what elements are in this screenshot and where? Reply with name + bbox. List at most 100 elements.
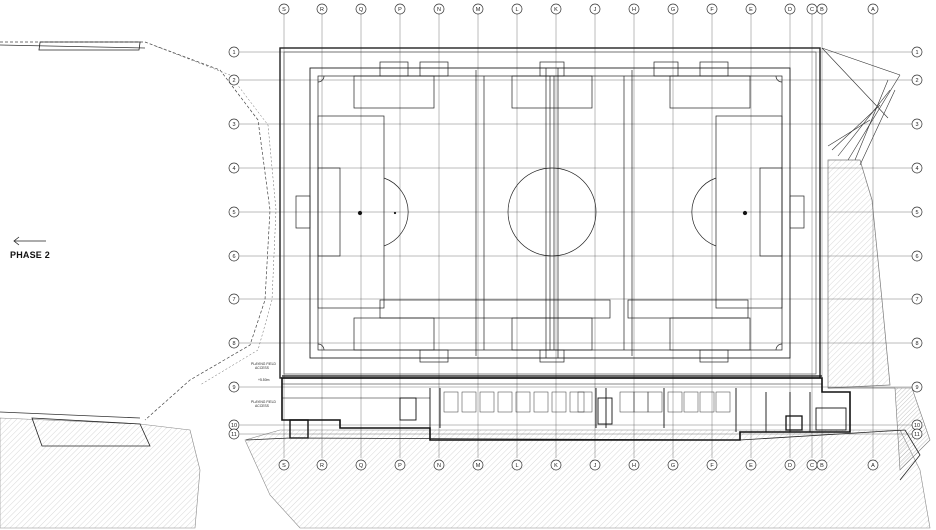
column-marker-bottom-l: L — [511, 459, 523, 471]
column-marker-bottom-m-label: M — [476, 463, 481, 469]
column-marker-bottom-b-label: B — [820, 463, 824, 469]
row-marker-7-label: 7 — [232, 297, 235, 303]
room-cell — [633, 391, 649, 413]
row-marker-11: 11 — [228, 428, 240, 440]
access-label-top-2: ACCESS — [255, 366, 270, 370]
column-marker-r: R — [316, 3, 328, 15]
row-marker-1-label: 1 — [232, 50, 235, 56]
row-marker-4: 4 — [228, 162, 240, 174]
row-marker-6: 6 — [228, 250, 240, 262]
row-marker-11-label: 11 — [231, 432, 237, 438]
column-marker-bottom-l-label: L — [515, 463, 518, 469]
football-pitch — [295, 61, 805, 363]
row-marker-right-8: 8 — [911, 337, 923, 349]
row-marker-right-5: 5 — [911, 206, 923, 218]
row-marker-9-label: 9 — [232, 385, 235, 391]
room-cell — [667, 391, 683, 413]
row-marker-right-2-label: 2 — [915, 78, 918, 84]
column-marker-s: S — [278, 3, 290, 15]
row-marker-right-11: 11 — [911, 428, 923, 440]
column-marker-e-label: E — [749, 7, 753, 13]
row-marker-right-4: 4 — [911, 162, 923, 174]
column-marker-bottom-n-label: N — [437, 463, 441, 469]
column-marker-bottom-a-label: A — [871, 463, 875, 469]
column-marker-d-label: D — [788, 7, 792, 13]
column-marker-p: P — [394, 3, 406, 15]
column-marker-k: K — [550, 3, 562, 15]
row-marker-5: 5 — [228, 206, 240, 218]
room-cell — [569, 391, 585, 413]
column-marker-s-label: S — [282, 7, 286, 13]
room-cell — [461, 391, 477, 413]
access-label-bottom-1: PLAYING FIELD — [251, 400, 277, 404]
column-marker-d: D — [784, 3, 796, 15]
room-cell — [479, 391, 495, 413]
canopy-truss — [821, 47, 901, 389]
column-marker-q: Q — [355, 3, 367, 15]
column-marker-bottom-r-label: R — [320, 463, 324, 469]
column-marker-bottom-q: Q — [355, 459, 367, 471]
row-marker-3-label: 3 — [232, 122, 235, 128]
column-marker-n-label: N — [437, 7, 441, 13]
column-marker-bottom-k-label: K — [554, 463, 558, 469]
room-cell — [715, 391, 731, 413]
row-marker-right-2: 2 — [911, 74, 923, 86]
column-marker-bottom-d-label: D — [788, 463, 792, 469]
room-cell — [577, 391, 593, 413]
column-marker-bottom-f-label: F — [710, 463, 714, 469]
column-marker-b: B — [816, 3, 828, 15]
room-cell — [683, 391, 699, 413]
column-marker-e: E — [745, 3, 757, 15]
row-marker-6-label: 6 — [232, 254, 235, 260]
row-marker-2-label: 2 — [232, 78, 235, 84]
column-marker-bottom-c-label: C — [810, 463, 814, 469]
column-marker-f-label: F — [710, 7, 714, 13]
column-marker-bottom-d: D — [784, 459, 796, 471]
room-cell — [699, 391, 715, 413]
column-marker-g: G — [667, 3, 679, 15]
room-cell — [619, 391, 635, 413]
access-label-top-1: PLAYING FIELD — [251, 362, 277, 366]
terrain-bottom-left — [0, 417, 201, 529]
row-marker-right-7: 7 — [911, 293, 923, 305]
column-marker-bottom-q-label: Q — [359, 463, 364, 469]
row-marker-right-1-label: 1 — [915, 50, 918, 56]
row-marker-right-10-label: 10 — [914, 423, 920, 429]
terrain-bottom — [244, 429, 931, 529]
column-marker-bottom-p: P — [394, 459, 406, 471]
room-cell — [515, 391, 531, 413]
changing-room-cells — [443, 391, 731, 413]
column-marker-a: A — [867, 3, 879, 15]
structural-grid — [240, 14, 912, 458]
column-marker-bottom-n: N — [433, 459, 445, 471]
column-marker-bottom-g: G — [667, 459, 679, 471]
column-marker-bottom-e-label: E — [749, 463, 753, 469]
column-marker-bottom-m: M — [472, 459, 484, 471]
row-marker-right-3: 3 — [911, 118, 923, 130]
row-marker-7: 7 — [228, 293, 240, 305]
row-marker-3: 3 — [228, 118, 240, 130]
phase-label: PHASE 2 — [10, 250, 50, 260]
row-marker-10: 10 — [228, 419, 240, 431]
column-marker-bottom-e: E — [745, 459, 757, 471]
column-marker-bottom-r: R — [316, 459, 328, 471]
column-marker-bottom-s-label: S — [282, 463, 286, 469]
column-marker-bottom-p-label: P — [398, 463, 402, 469]
row-marker-1: 1 — [228, 46, 240, 58]
column-marker-k-label: K — [554, 7, 558, 13]
row-marker-right-4-label: 4 — [915, 166, 918, 172]
column-marker-bottom-s: S — [278, 459, 290, 471]
column-marker-bottom-a: A — [867, 459, 879, 471]
row-marker-right-5-label: 5 — [915, 210, 918, 216]
column-marker-c: C — [806, 3, 818, 15]
row-marker-right-3-label: 3 — [915, 122, 918, 128]
row-marker-right-7-label: 7 — [915, 297, 918, 303]
column-marker-f: F — [706, 3, 718, 15]
row-marker-4-label: 4 — [232, 166, 235, 172]
column-marker-q-label: Q — [359, 7, 364, 13]
column-marker-l: L — [511, 3, 523, 15]
